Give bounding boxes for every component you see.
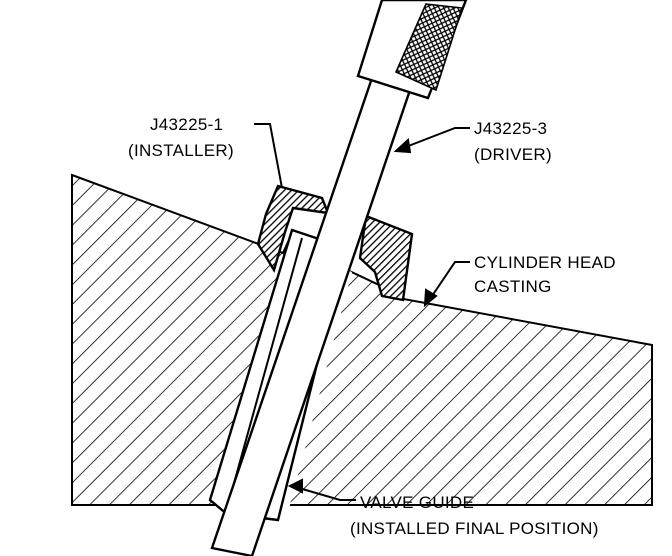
guide-leader [291,485,356,501]
driver-part-label: J43225-3 [474,119,547,138]
installer-name-label: (INSTALLER) [128,141,234,160]
casting-line2-label: CASTING [474,277,552,296]
driver-leader [397,127,470,151]
driver-arrowhead [393,138,412,154]
labels: J43225-1 (INSTALLER) J43225-3 (DRIVER) C… [128,115,616,538]
guide-line1-label: VALVE GUIDE [360,493,474,512]
leader-lines [254,123,470,501]
casting-line1-label: CYLINDER HEAD [474,253,616,272]
casting-leader [427,261,470,303]
casting-arrowhead [423,288,438,308]
driver-tool [210,0,468,556]
installer-tool [256,184,414,302]
installer-part-label: J43225-1 [150,115,223,134]
driver-name-label: (DRIVER) [474,145,552,164]
guide-line2-label: (INSTALLED FINAL POSITION) [350,519,599,538]
installer-leader [254,123,283,189]
guide-arrowhead [287,478,303,494]
